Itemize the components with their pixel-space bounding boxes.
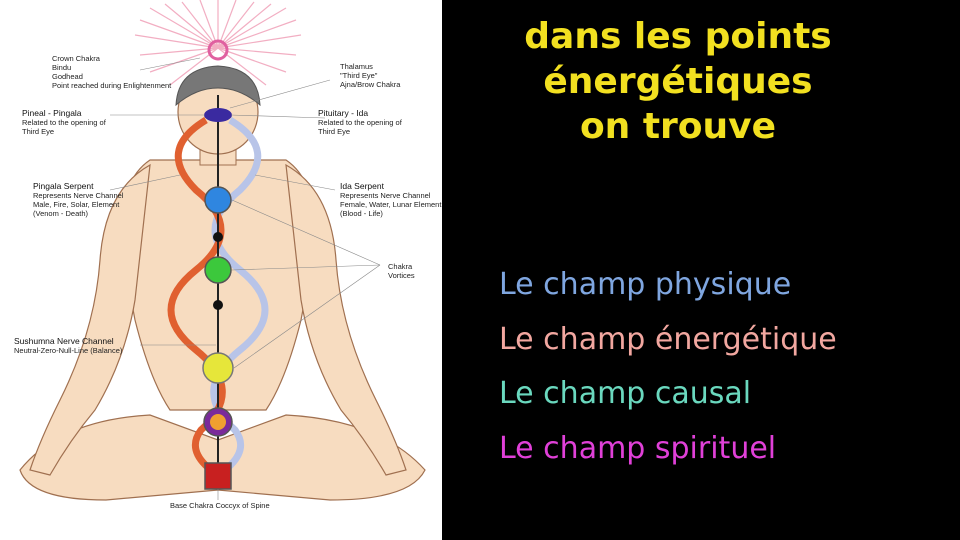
title-line-1: dans les points	[524, 16, 832, 57]
label-base-chakra: Base Chakra Coccyx of Spine	[170, 501, 270, 510]
field-spirituel: Le champ spirituel	[499, 430, 777, 466]
field-physique: Le champ physique	[499, 267, 792, 302]
title-line-2: énergétiques	[543, 61, 813, 102]
label-thalamus: Thalamus"Third Eye" Ajna/Brow Chakra	[340, 62, 401, 89]
field-causal: Le champ causal	[499, 376, 752, 411]
meditating-figure-illustration	[19, 0, 426, 501]
slide-title: dans les points énergétiques on trouve	[480, 14, 876, 149]
title-line-3: on trouve	[579, 106, 777, 147]
fields-list: Le champ physique Le champ énergétique L…	[499, 258, 837, 476]
field-energetique: Le champ énergétique	[499, 321, 837, 357]
